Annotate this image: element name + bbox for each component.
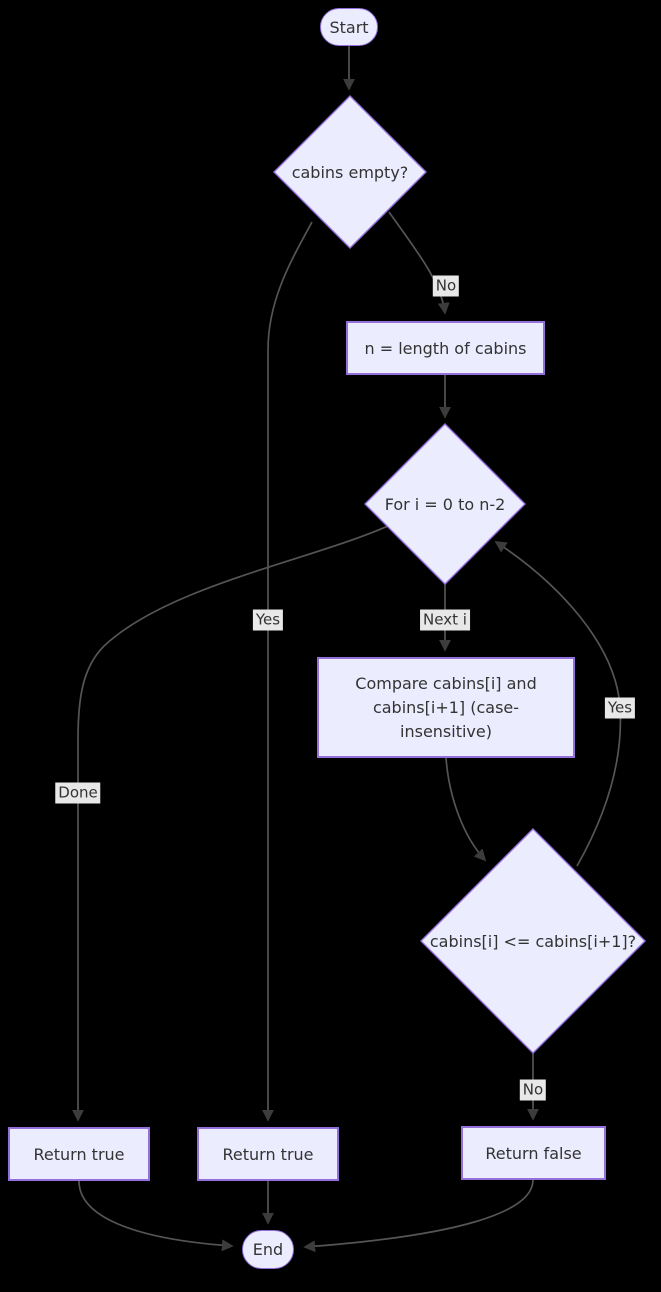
edge-return-true-left-to-end [78,1180,234,1252]
edge-label-next-i: Next i [420,609,470,631]
decision-for-loop-shape [364,423,526,585]
return-false-node: Return false [461,1126,606,1180]
decision-for-loop-label: For i = 0 to n-2 [384,494,506,514]
edge-compare-to-check-order [445,757,487,862]
process-n-length-node: n = length of cabins [346,321,545,375]
edge-return-false-to-end [303,1179,534,1253]
edge-label-no-empty: No [432,275,460,297]
edge-label-yes-empty: Yes [252,609,284,631]
decision-cabins-empty-shape [273,95,427,249]
edge-label-done: Done [55,782,101,804]
end-node: End [242,1230,294,1269]
return-true-mid-node: Return true [197,1127,339,1181]
edge-check-empty-no-to-set-n [388,211,450,315]
edge-check-empty-yes-to-return-true-mid [262,221,313,1122]
edge-for-loop-done-to-return-true-left [72,525,389,1122]
decision-compare-result-label: cabins[i] <= cabins[i+1]? [429,931,637,951]
return-true-left-node: Return true [8,1127,150,1181]
start-node: Start [320,8,378,46]
decision-cabins-empty-label: cabins empty? [291,162,409,182]
edge-label-no-order: No [519,1079,547,1101]
decision-compare-result-shape [420,828,646,1054]
edge-label-yes-loop: Yes [604,697,636,719]
process-compare-node: Compare cabins[i] and cabins[i+1] (case-… [317,657,575,758]
